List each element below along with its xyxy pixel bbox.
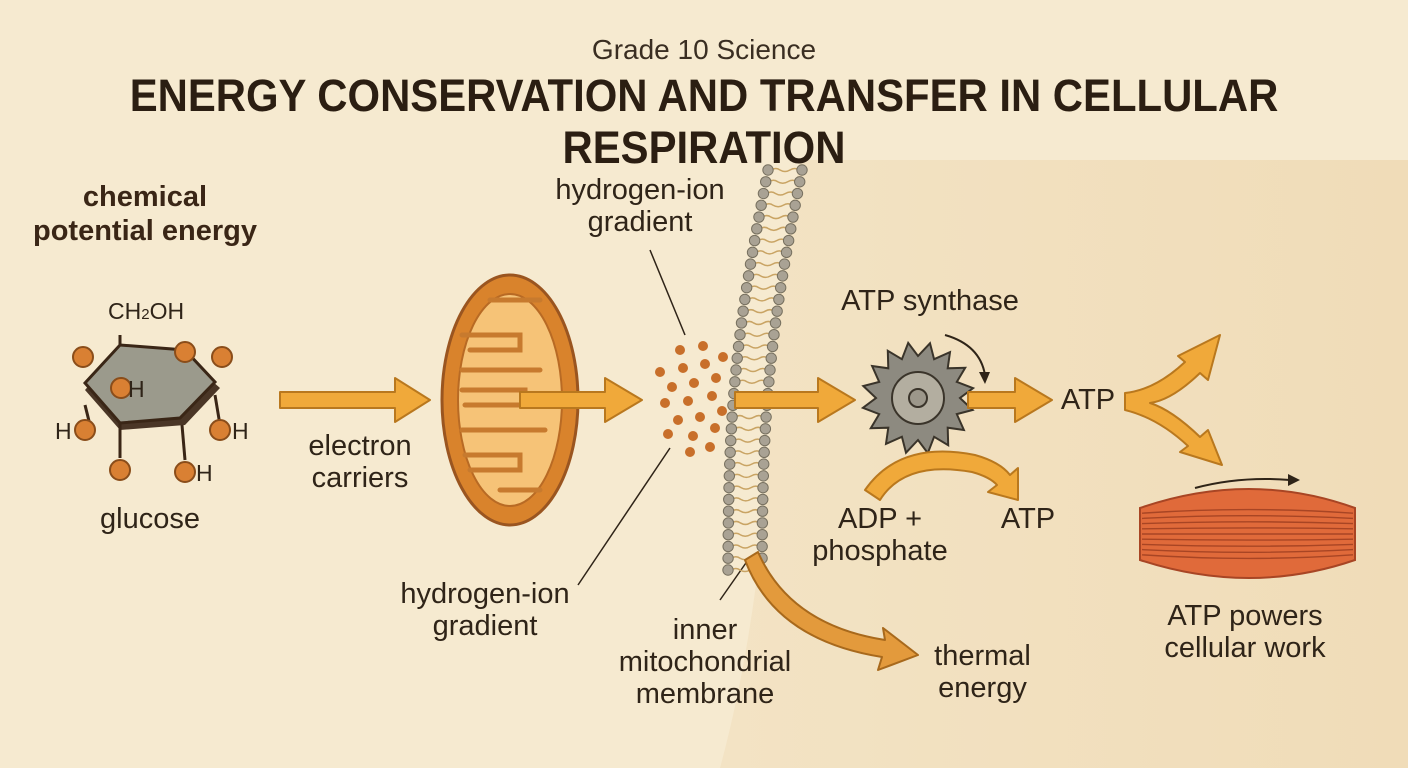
muscle-fibers (1139, 488, 1356, 579)
adp-phosphate-label: ADP + phosphate (812, 503, 948, 567)
right-h-label: H (232, 418, 249, 444)
rotation-arrow (944, 334, 986, 376)
thermal-energy-label: thermal energy (934, 640, 1031, 704)
membrane-label: inner mitochondrial membrane (618, 614, 792, 710)
leader-line (719, 559, 749, 601)
oxygen-atom (211, 346, 233, 368)
glucose-molecule (72, 335, 233, 483)
motion-arrow (1194, 478, 1291, 489)
glucose-label: glucose (100, 503, 200, 535)
subtitle: Grade 10 Science (591, 34, 817, 65)
hydrogen-ions (655, 341, 728, 457)
bottom-h-label: H (196, 460, 213, 486)
thermal-energy-arrow (744, 551, 919, 671)
oxygen-atom (174, 461, 196, 483)
arrow-to-mitochondrion (279, 377, 431, 423)
leader-line (649, 249, 686, 336)
atp-label: ATP (1060, 384, 1116, 416)
mitochondrion (440, 273, 580, 527)
atp-powers-label: ATP powers cellular work (1164, 600, 1326, 664)
oxygen-atom (109, 459, 131, 481)
left-h-label: H (55, 418, 72, 444)
center-h-label: H (128, 376, 145, 402)
oxygen-atom (110, 377, 132, 399)
gradient-bottom-label: hydrogen-ion gradient (400, 578, 570, 642)
oxygen-atom (74, 419, 96, 441)
leader-line (577, 447, 671, 586)
atp-fork-arrow (1124, 334, 1223, 466)
inner-membrane (722, 164, 808, 576)
atp-synthase-label: ATP synthase (841, 285, 1019, 317)
arrow-to-synthase (734, 377, 856, 423)
page-title: ENERGY CONSERVATION AND TRANSFER IN CELL… (129, 70, 1279, 173)
electron-carriers-label: electron carriers (308, 430, 412, 494)
background-panel (720, 160, 1408, 768)
atp-secondary-label: ATP (1000, 503, 1056, 535)
arrow-to-gradient (519, 377, 643, 423)
atp-synthase (860, 340, 976, 456)
oxygen-atom (209, 419, 231, 441)
chemical-energy-label: chemical potential energy (33, 181, 257, 247)
adp-to-atp-arrow (864, 450, 1019, 501)
oxygen-atom (72, 346, 94, 368)
arrow-to-atp (967, 377, 1053, 423)
gradient-top-label: hydrogen-ion gradient (555, 174, 725, 238)
ch2oh-label: CH2OH (108, 298, 185, 324)
oxygen-atom (174, 341, 196, 363)
